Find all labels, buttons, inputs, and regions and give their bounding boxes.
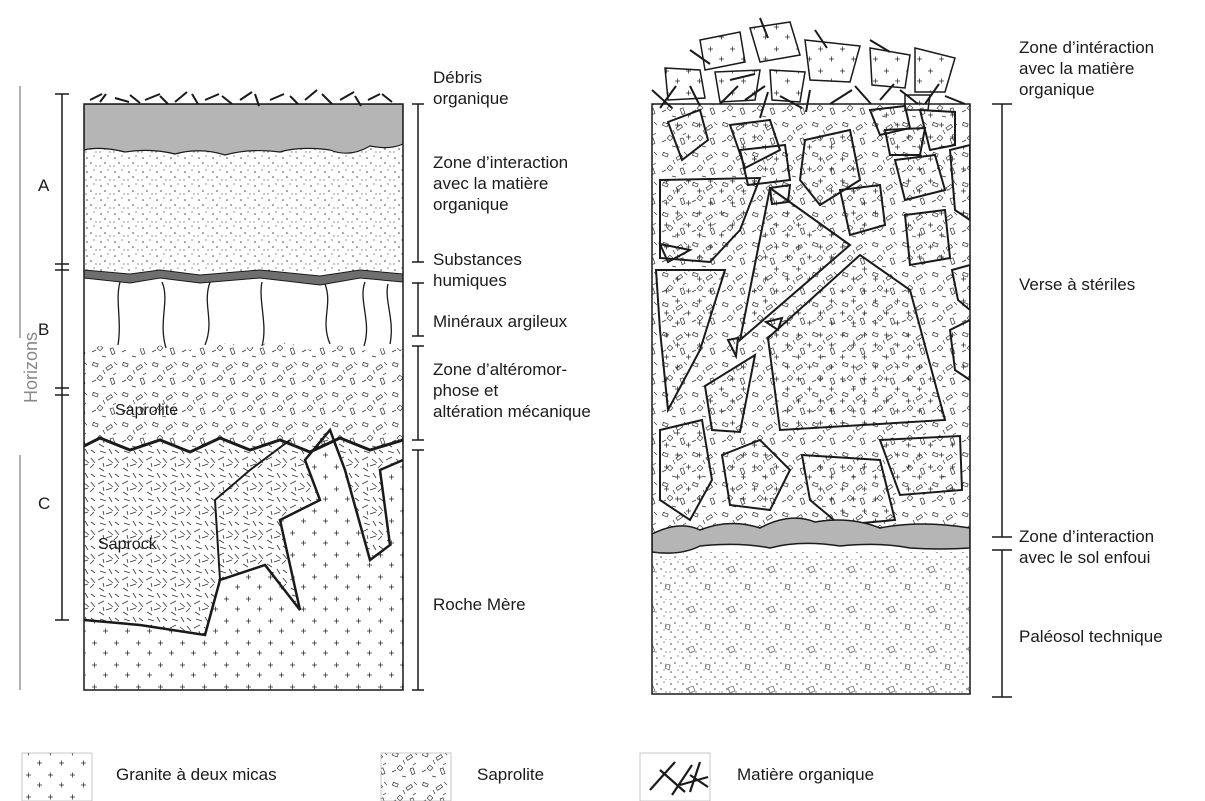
left-brackets bbox=[412, 104, 424, 690]
legend-organic-swatch bbox=[640, 753, 710, 801]
legend-saprolite-label: Saprolite bbox=[477, 765, 544, 785]
horizon-axis bbox=[55, 94, 69, 620]
horizon-a-label: A bbox=[38, 176, 49, 196]
legend-granite-swatch bbox=[22, 753, 92, 801]
saprolite-inline-label: Saprolite bbox=[115, 402, 178, 420]
legend-organic-label: Matière organique bbox=[737, 765, 874, 785]
saprolite-zone bbox=[84, 342, 403, 452]
horizon-c-label: C bbox=[38, 494, 50, 514]
horizon-b-label: B bbox=[38, 320, 49, 340]
label-bedrock: Roche Mère bbox=[433, 594, 526, 615]
saprock-inline-label: Saprock bbox=[98, 536, 157, 554]
legend-saprolite-swatch bbox=[381, 753, 451, 801]
horizons-axis-title: Horizons bbox=[21, 363, 42, 403]
label-clay: Minéraux argileux bbox=[433, 311, 567, 332]
label-waste-rock: Verse à stériles bbox=[1019, 274, 1135, 295]
right-brackets bbox=[992, 104, 1012, 697]
paleosol-zone bbox=[652, 552, 970, 694]
label-paleosol: Paléosol technique bbox=[1019, 626, 1163, 647]
surface-rocks bbox=[665, 22, 955, 110]
legend-granite-label: Granite à deux micas bbox=[116, 765, 277, 785]
humus-band bbox=[84, 104, 403, 155]
